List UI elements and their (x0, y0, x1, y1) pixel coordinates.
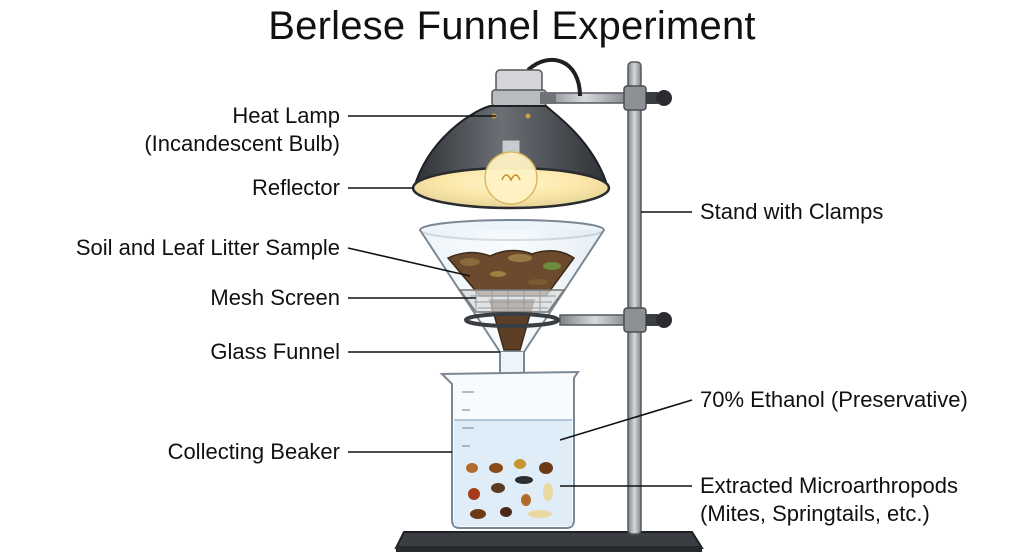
label-arthropods-line1: Extracted Microarthropods (700, 473, 958, 498)
ethanol-liquid (454, 420, 572, 526)
label-stand: Stand with Clamps (700, 199, 884, 224)
label-arthropods-line2: (Mites, Springtails, etc.) (700, 501, 930, 526)
label-collecting-beaker: Collecting Beaker (167, 439, 340, 464)
collecting-beaker (439, 370, 580, 529)
mesh-screen (458, 289, 566, 313)
lamp-socket (491, 69, 556, 107)
label-heat-lamp-line2: (Incandescent Bulb) (144, 131, 340, 156)
lamp-cord (526, 57, 582, 97)
label-soil-sample: Soil and Leaf Litter Sample (75, 235, 340, 260)
leader-lines (347, 115, 693, 487)
microarthropods (466, 459, 553, 519)
label-heat-lamp-line1: Heat Lamp (232, 103, 340, 128)
stand-base (394, 531, 704, 552)
label-glass-funnel: Glass Funnel (210, 339, 340, 364)
label-heat-lamp: Heat Lamp (Incandescent Bulb) (144, 102, 340, 158)
label-mesh-screen: Mesh Screen (210, 285, 340, 310)
incandescent-bulb (484, 139, 538, 205)
upper-clamp (539, 85, 672, 111)
lower-clamp (559, 307, 672, 333)
stand-pole (627, 61, 642, 535)
label-arthropods: Extracted Microarthropods (Mites, Spring… (700, 472, 958, 528)
diagram-title: Berlese Funnel Experiment (268, 4, 756, 48)
funnel-ring (464, 312, 560, 328)
label-reflector: Reflector (251, 175, 340, 200)
label-ethanol: 70% Ethanol (Preservative) (700, 387, 968, 412)
